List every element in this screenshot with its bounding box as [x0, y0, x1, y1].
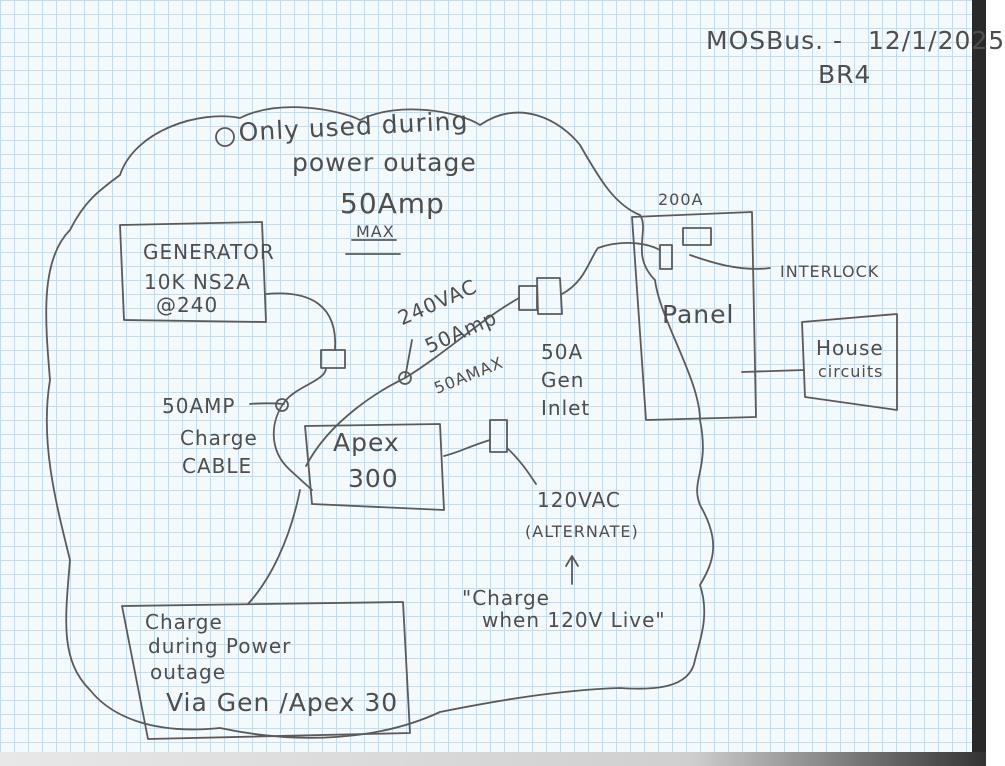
panel-box: [631, 211, 757, 421]
house-circuits-line2: circuits: [818, 362, 884, 381]
apex-to-charge-box-wire: [247, 489, 301, 605]
generator-model: 10K NS2A: [144, 270, 251, 294]
author-label: MOSBus. -: [706, 26, 844, 55]
gen-inlet-line3: Inlet: [541, 396, 591, 420]
house-circuits-line1: House: [816, 336, 884, 360]
charge-box-line3: outage: [150, 660, 227, 684]
charge-box-line1: Charge: [145, 610, 223, 634]
charge-cable-junction: [275, 398, 289, 412]
ac120-alternate: (ALTERNATE): [525, 522, 639, 541]
ac120-plug: [489, 419, 508, 453]
charge-cable-wire: [272, 367, 327, 491]
ac120-label: 120VAC: [537, 488, 621, 512]
max-amp-label: MAX: [356, 222, 395, 241]
scanner-edge: [972, 0, 986, 766]
max-amp-value: 50Amp: [340, 187, 445, 220]
generator-voltage: @240: [156, 293, 219, 317]
outage-note-line2: power outage: [292, 148, 477, 177]
charge-box-line2: during Power: [148, 634, 292, 658]
gen-to-plug-wire: [265, 292, 337, 351]
charge-box: [121, 601, 411, 740]
panel-label: Panel: [662, 300, 735, 329]
inlet-to-panel-wire: [561, 242, 661, 295]
gen-inlet-line1: 50A: [541, 340, 584, 364]
generator-box: [119, 221, 267, 323]
apex-model: 300: [348, 464, 399, 493]
max-underline: [345, 239, 401, 255]
panel-breaker: [659, 244, 673, 270]
apex-name: Apex: [333, 428, 400, 457]
charge-quote-arrow: [565, 555, 579, 585]
graph-paper-sheet: [0, 0, 972, 766]
charge-box-line4: Via Gen /Apex 30: [166, 688, 399, 717]
panel-to-house-wire: [741, 369, 805, 373]
charge-cable-line2: Charge: [180, 426, 258, 450]
panel-rating: 200A: [658, 190, 704, 209]
house-circuits-box: [801, 313, 898, 411]
outage-note-dot: [215, 127, 235, 147]
charge-quote-line2: when 120V Live": [482, 608, 666, 632]
charge-cable-line3: CABLE: [182, 454, 253, 478]
interlock-label: INTERLOCK: [780, 262, 880, 281]
ac120-pointer: [506, 447, 537, 485]
outage-zone-cloud: [45, 106, 715, 739]
generator-title: GENERATOR: [143, 240, 275, 264]
charge-cable-line1: 50AMP: [162, 394, 236, 418]
apex-to-ac120-wire: [443, 439, 491, 457]
revision-label: BR4: [818, 60, 872, 89]
generator-plug: [320, 349, 346, 369]
scanner-edge-bottom: [0, 752, 986, 766]
charge-quote-line1: "Charge: [462, 586, 550, 610]
apex-box: [304, 423, 445, 511]
charge-cable-pointer: [249, 402, 285, 405]
gen-inlet-line2: Gen: [541, 368, 585, 392]
gen-inlet-plug: [518, 285, 538, 311]
feed-junction: [398, 371, 412, 385]
date-label: 12/1/2025: [868, 26, 1005, 55]
panel-main-breaker: [682, 227, 712, 246]
interlock-pointer: [689, 254, 771, 270]
